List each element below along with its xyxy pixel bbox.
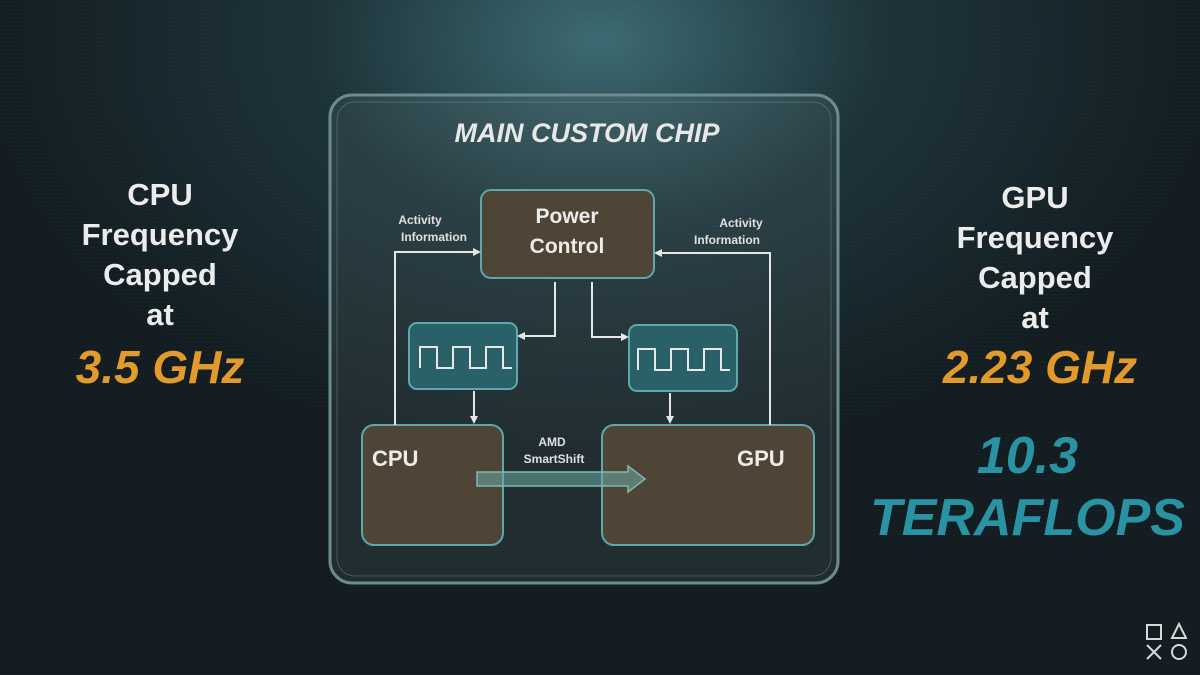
cpu-clock-waveform-icon bbox=[419, 346, 512, 369]
cpu-frequency-value: 3.5 GHz bbox=[75, 341, 245, 393]
cpu-activity-arrow bbox=[394, 248, 481, 425]
chip-title: MAIN CUSTOM CHIP bbox=[454, 118, 720, 148]
gpu-caption-line-4: at bbox=[1021, 300, 1049, 335]
gpu-block-label: GPU bbox=[737, 446, 785, 471]
cpu-caption-line-4: at bbox=[146, 297, 174, 332]
power-control-block bbox=[480, 189, 655, 279]
power-control-label-line-2: Control bbox=[530, 235, 605, 258]
power-control-label-line-1: Power bbox=[535, 205, 598, 228]
cpu-caption-line-2: Frequency bbox=[81, 217, 239, 252]
gpu-clock-waveform-icon bbox=[637, 348, 730, 371]
teraflops-unit: TERAFLOPS bbox=[870, 489, 1185, 547]
power-to-cpu-clock-arrow bbox=[517, 282, 556, 340]
smartshift-label-line-2: SmartShift bbox=[524, 452, 585, 466]
cpu-caption-line-1: CPU bbox=[127, 177, 193, 212]
activity-info-left-line-1: Activity bbox=[398, 213, 442, 227]
gpu-caption-line-2: Frequency bbox=[956, 220, 1114, 255]
activity-info-left-line-2: Information bbox=[401, 230, 467, 244]
gpu-caption-line-3: Capped bbox=[978, 260, 1092, 295]
teraflops-figure: 10.3 TERAFLOPS bbox=[855, 425, 1200, 549]
gpu-caption-line-1: GPU bbox=[1001, 180, 1069, 215]
gpu-clock-block bbox=[628, 324, 738, 392]
gpu-activity-arrow bbox=[654, 249, 771, 425]
playstation-logo-icon bbox=[1146, 622, 1187, 660]
gpu-frequency-value: 2.23 GHz bbox=[942, 341, 1138, 393]
cpu-caption-line-3: Capped bbox=[103, 257, 217, 292]
power-to-gpu-clock-arrow bbox=[591, 282, 629, 341]
cpu-clock-block bbox=[408, 322, 518, 390]
activity-info-right-line-1: Activity bbox=[719, 216, 763, 230]
smartshift-arrow bbox=[476, 464, 647, 494]
gpu-frequency-caption: GPU Frequency Capped at bbox=[915, 178, 1155, 338]
smartshift-label-line-1: AMD bbox=[538, 435, 566, 449]
cpu-block-label: CPU bbox=[372, 446, 418, 471]
cpu-frequency-caption: CPU Frequency Capped at bbox=[40, 175, 280, 335]
teraflops-number: 10.3 bbox=[976, 427, 1079, 485]
chip-frame-inner bbox=[336, 101, 832, 577]
activity-info-right-line-2: Information bbox=[694, 233, 760, 247]
